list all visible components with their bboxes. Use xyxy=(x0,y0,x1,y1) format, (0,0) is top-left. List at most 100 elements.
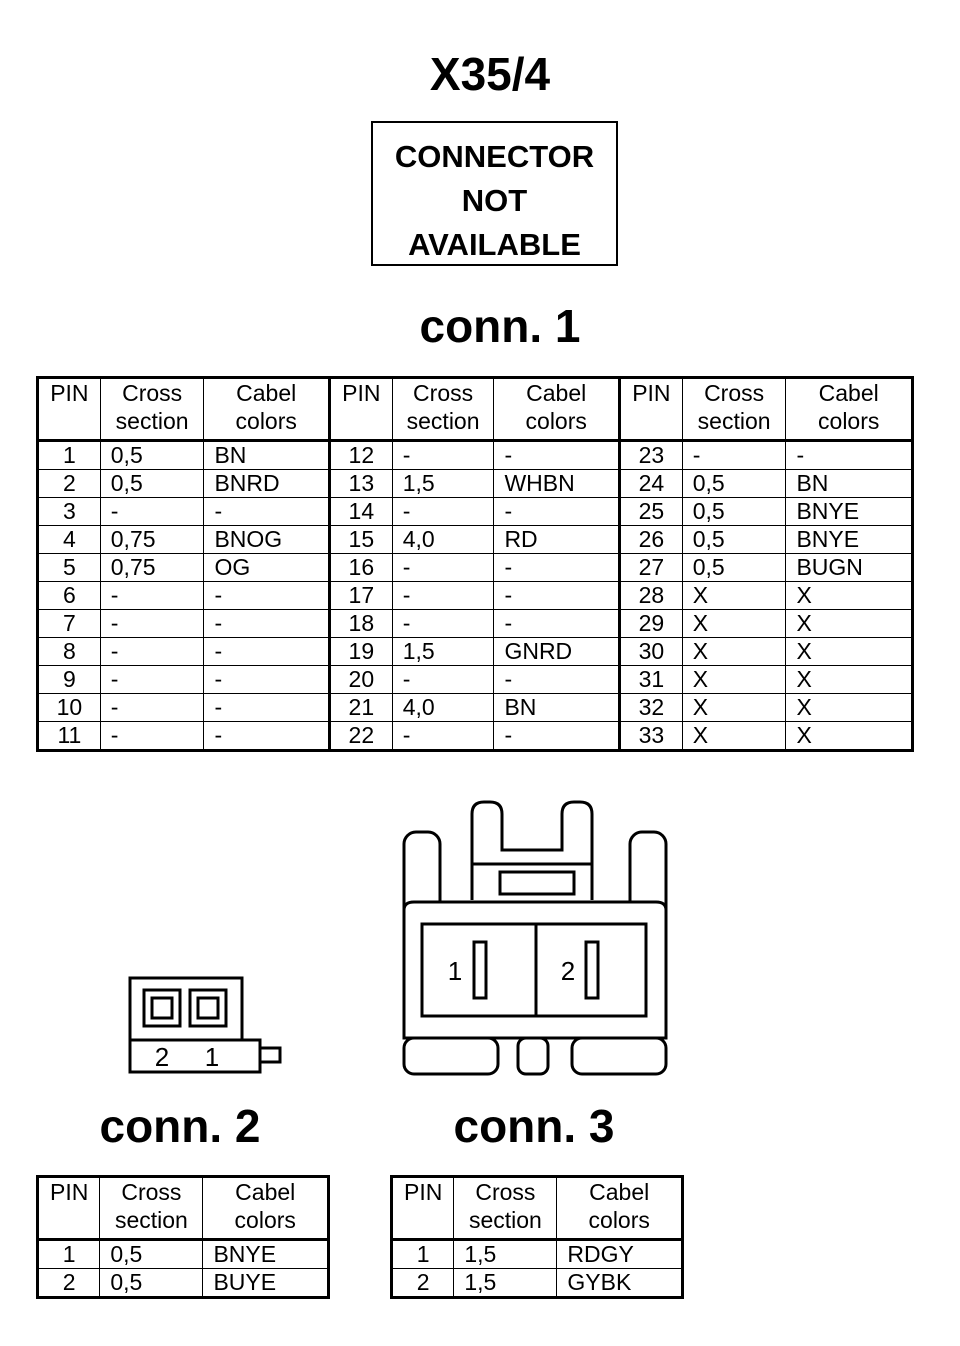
cabel-colors-cell: - xyxy=(493,721,620,751)
cabel-colors-cell: RD xyxy=(493,525,620,554)
header-pin: PIN xyxy=(390,1176,455,1241)
pin-cell: 20 xyxy=(327,665,393,694)
pin-cell: 2 xyxy=(36,1268,101,1298)
conn2-title: conn. 2 xyxy=(99,1100,261,1152)
cross-section-cell: 0,5 xyxy=(99,469,205,498)
pin-cell: 7 xyxy=(37,609,101,638)
cabel-colors-cell: - xyxy=(493,440,620,470)
cabel-colors-cell: - xyxy=(493,497,620,526)
cabel-colors-cell: BUGN xyxy=(785,553,913,582)
cross-section-cell: 0,75 xyxy=(99,525,205,554)
pin-cell: 2 xyxy=(390,1268,455,1298)
conn3-title: conn. 3 xyxy=(453,1100,615,1152)
conn1-title: conn. 1 xyxy=(419,300,581,352)
not-available-line-1: CONNECTOR xyxy=(394,139,595,174)
pin-cell: 18 xyxy=(327,609,393,638)
pin-cell: 8 xyxy=(37,637,101,666)
cabel-colors-cell: X xyxy=(785,721,913,751)
pin-cell: 1 xyxy=(390,1239,455,1269)
conn2-tab xyxy=(258,1046,282,1064)
pin-cell: 15 xyxy=(327,525,393,554)
conn2-pin-label: 1 xyxy=(205,1042,219,1072)
cabel-colors-cell: BN xyxy=(203,440,330,470)
pin-cell: 16 xyxy=(327,553,393,582)
cross-section-cell: X xyxy=(681,609,787,638)
conn2-cavity-2-inner xyxy=(150,996,174,1020)
cross-section-cell: 0,5 xyxy=(681,525,787,554)
cabel-colors-cell: X xyxy=(785,665,913,694)
cross-section-cell: X xyxy=(681,581,787,610)
cabel-colors-cell: - xyxy=(493,553,620,582)
pin-cell: 9 xyxy=(37,665,101,694)
header-pin: PIN xyxy=(327,377,393,442)
cross-section-cell: 0,5 xyxy=(99,1239,204,1269)
conn3-latch xyxy=(470,800,594,900)
conn2-cavity-1-inner xyxy=(196,996,220,1020)
cabel-colors-cell: BN xyxy=(493,693,620,722)
header-pin: PIN xyxy=(36,1176,101,1241)
cross-section-cell: - xyxy=(99,721,205,751)
cross-section-cell: 0,75 xyxy=(99,553,205,582)
cabel-colors-cell: - xyxy=(493,581,620,610)
pin-cell: 24 xyxy=(617,469,683,498)
pin-cell: 3 xyxy=(37,497,101,526)
conn2-cavity-2 xyxy=(142,988,182,1028)
cross-section-cell: - xyxy=(391,609,495,638)
cabel-colors-cell: X xyxy=(785,693,913,722)
conn3-foot-center xyxy=(516,1036,550,1076)
cross-section-cell: - xyxy=(681,440,787,470)
cross-section-cell: X xyxy=(681,665,787,694)
connector-not-available-box: CONNECTOR NOT AVAILABLE xyxy=(371,121,618,266)
conn3-pin-1 xyxy=(472,940,488,1000)
pin-cell: 25 xyxy=(617,497,683,526)
cabel-colors-cell: OG xyxy=(203,553,330,582)
cross-section-cell: 1,5 xyxy=(453,1268,558,1298)
pin-cell: 21 xyxy=(327,693,393,722)
cabel-colors-cell: GNRD xyxy=(493,637,620,666)
cross-section-cell: - xyxy=(391,665,495,694)
conn2-cavity-1 xyxy=(188,988,228,1028)
cabel-colors-cell: - xyxy=(203,721,330,751)
not-available-line-2: NOT xyxy=(461,183,528,218)
cabel-colors-cell: - xyxy=(785,440,913,470)
pin-cell: 26 xyxy=(617,525,683,554)
pin-cell: 30 xyxy=(617,637,683,666)
pin-cell: 2 xyxy=(37,469,101,498)
cabel-colors-cell: - xyxy=(203,497,330,526)
cabel-colors-cell: - xyxy=(493,609,620,638)
pin-cell: 4 xyxy=(37,525,101,554)
cabel-colors-cell: BNYE xyxy=(785,497,913,526)
cross-section-cell: X xyxy=(681,693,787,722)
conn3-window xyxy=(420,922,648,1018)
cabel-colors-cell: - xyxy=(203,637,330,666)
conn2-drawing: 2 1 xyxy=(128,976,282,1074)
cabel-colors-cell: BNRD xyxy=(203,469,330,498)
cross-section-cell: - xyxy=(99,693,205,722)
cross-section-cell: - xyxy=(99,665,205,694)
pin-cell: 13 xyxy=(327,469,393,498)
cabel-colors-cell: BNOG xyxy=(203,525,330,554)
cross-section-cell: 4,0 xyxy=(391,525,495,554)
cabel-colors-cell: BNYE xyxy=(785,525,913,554)
pin-cell: 32 xyxy=(617,693,683,722)
cabel-colors-cell: X xyxy=(785,637,913,666)
cabel-colors-cell: X xyxy=(785,609,913,638)
cross-section-cell: - xyxy=(391,721,495,751)
